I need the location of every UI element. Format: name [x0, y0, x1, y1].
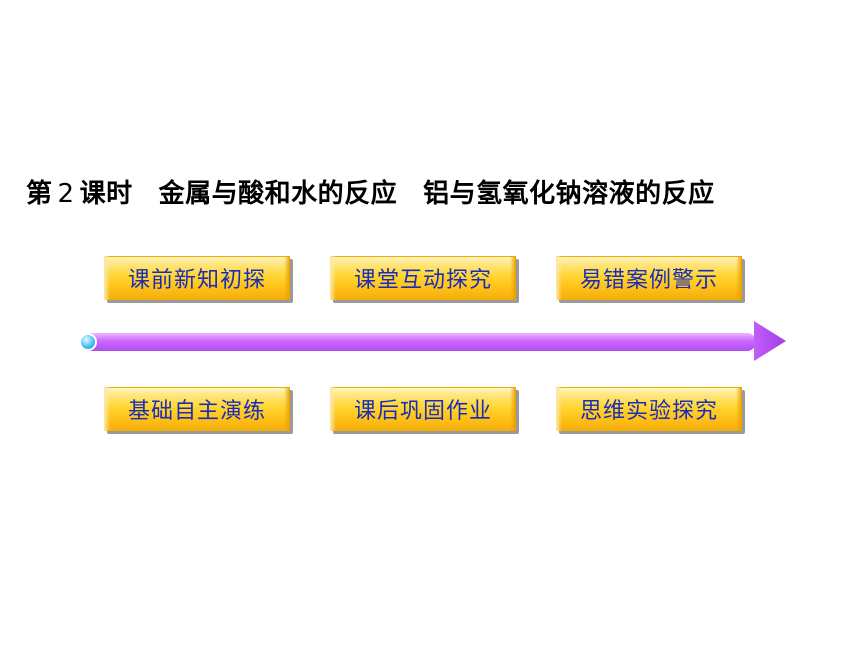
button-label: 基础自主演练 — [127, 399, 266, 424]
title-topic-2: 铝与氢氧化钠溶液的反应 — [423, 179, 715, 209]
title-lesson-word: 课时 — [79, 179, 133, 209]
button-label: 课堂互动探究 — [353, 268, 492, 293]
timeline-shaft — [80, 333, 756, 351]
pre-class-button[interactable]: 课前新知初探 — [104, 256, 290, 300]
timeline-start-dot — [79, 333, 97, 351]
self-practice-button[interactable]: 基础自主演练 — [104, 387, 290, 431]
in-class-button[interactable]: 课堂互动探究 — [330, 256, 516, 300]
title-topic-1: 金属与酸和水的反应 — [158, 179, 398, 209]
error-cases-button[interactable]: 易错案例警示 — [556, 256, 742, 300]
button-label: 易错案例警示 — [579, 268, 718, 293]
lesson-number: 2 — [57, 179, 75, 209]
experiment-inquiry-button[interactable]: 思维实验探究 — [556, 387, 742, 431]
timeline-arrow — [79, 321, 786, 361]
button-label: 课前新知初探 — [127, 268, 266, 293]
homework-button[interactable]: 课后巩固作业 — [330, 387, 516, 431]
button-label: 课后巩固作业 — [353, 399, 492, 424]
button-label: 思维实验探究 — [579, 399, 718, 424]
timeline-arrowhead — [754, 321, 786, 361]
title-prefix: 第 — [26, 179, 53, 209]
